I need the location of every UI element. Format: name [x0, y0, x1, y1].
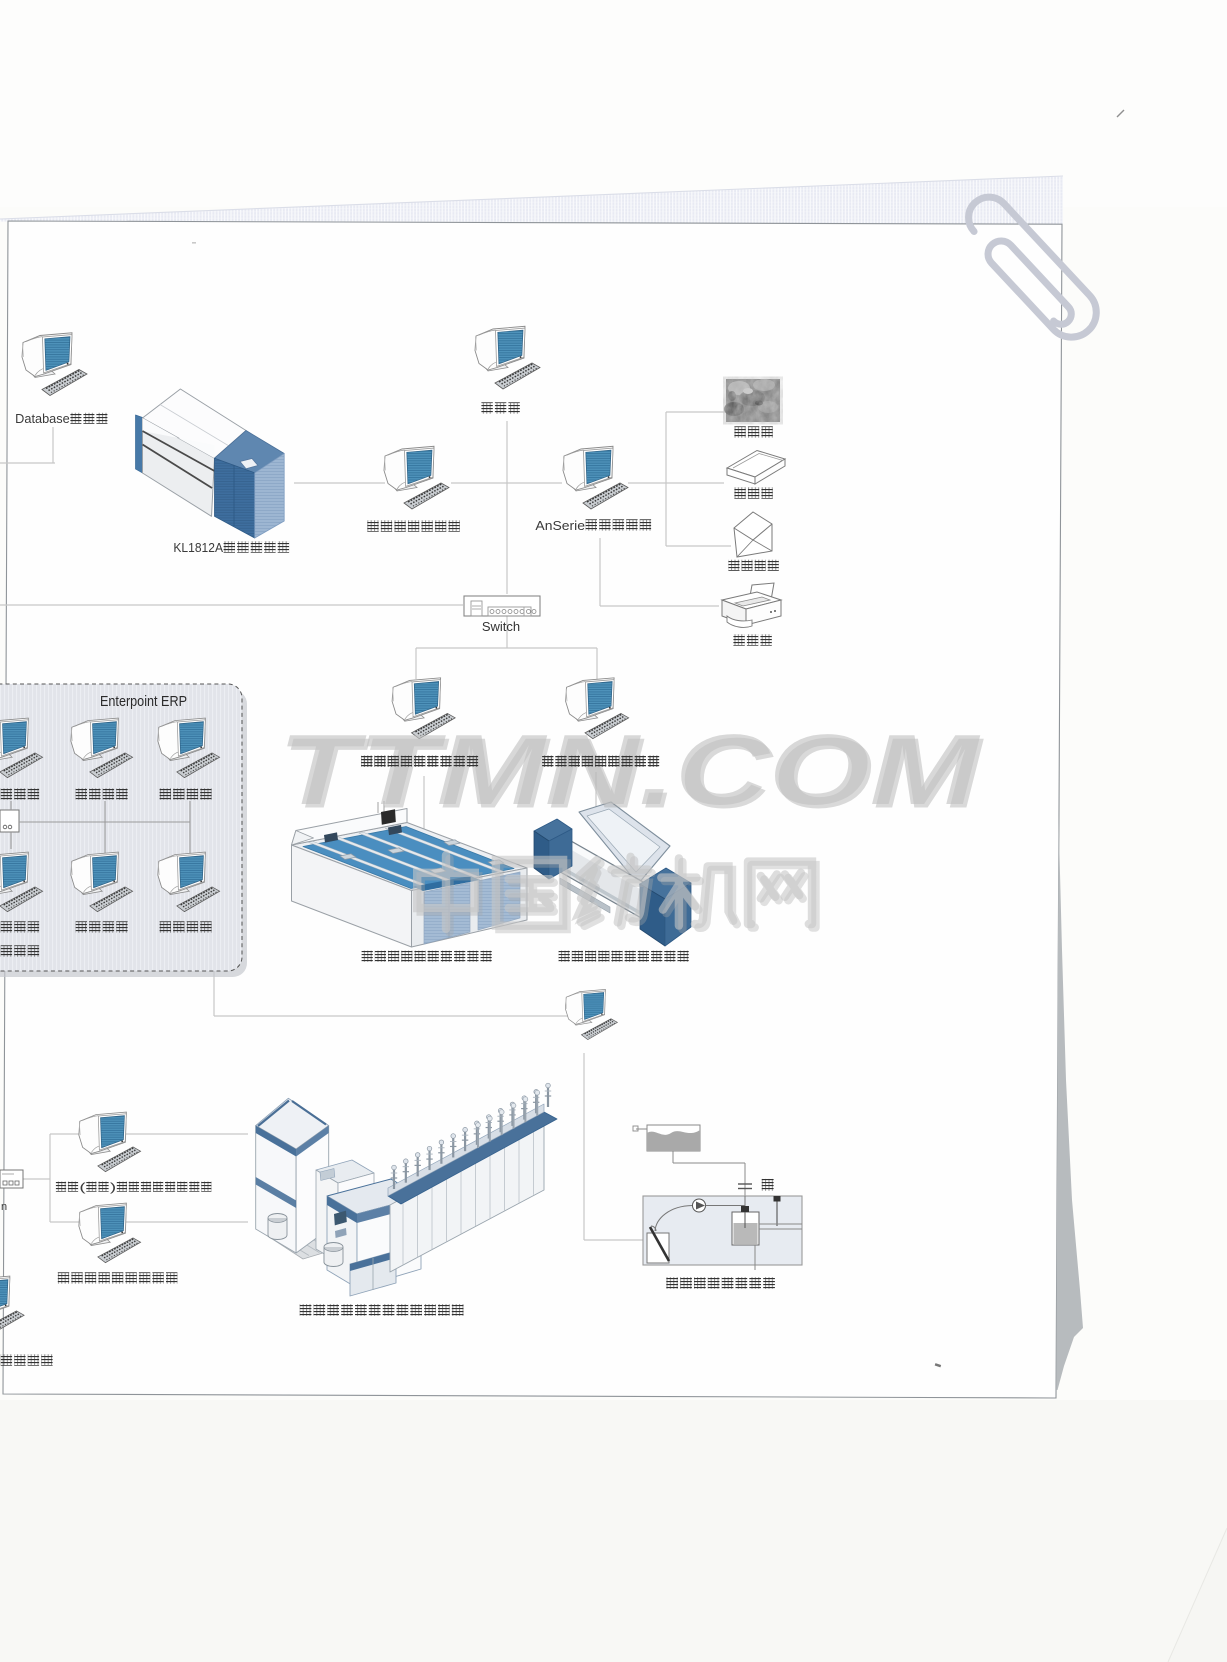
svg-text:n: n [1, 1201, 7, 1213]
svg-text:KL1812A: KL1812A [173, 540, 223, 555]
svg-text:Database: Database [15, 412, 70, 426]
svg-text:Switch: Switch [482, 619, 520, 634]
svg-text:TTMN.COM: TTMN.COM [278, 714, 981, 826]
svg-text:(: ( [79, 1181, 86, 1194]
svg-text:AnSerie: AnSerie [535, 518, 585, 533]
svg-text:Enterpoint ERP: Enterpoint ERP [100, 694, 187, 710]
svg-text:): ) [110, 1181, 117, 1194]
svg-text:TTMN.COM: TTMN.COM [282, 718, 985, 830]
